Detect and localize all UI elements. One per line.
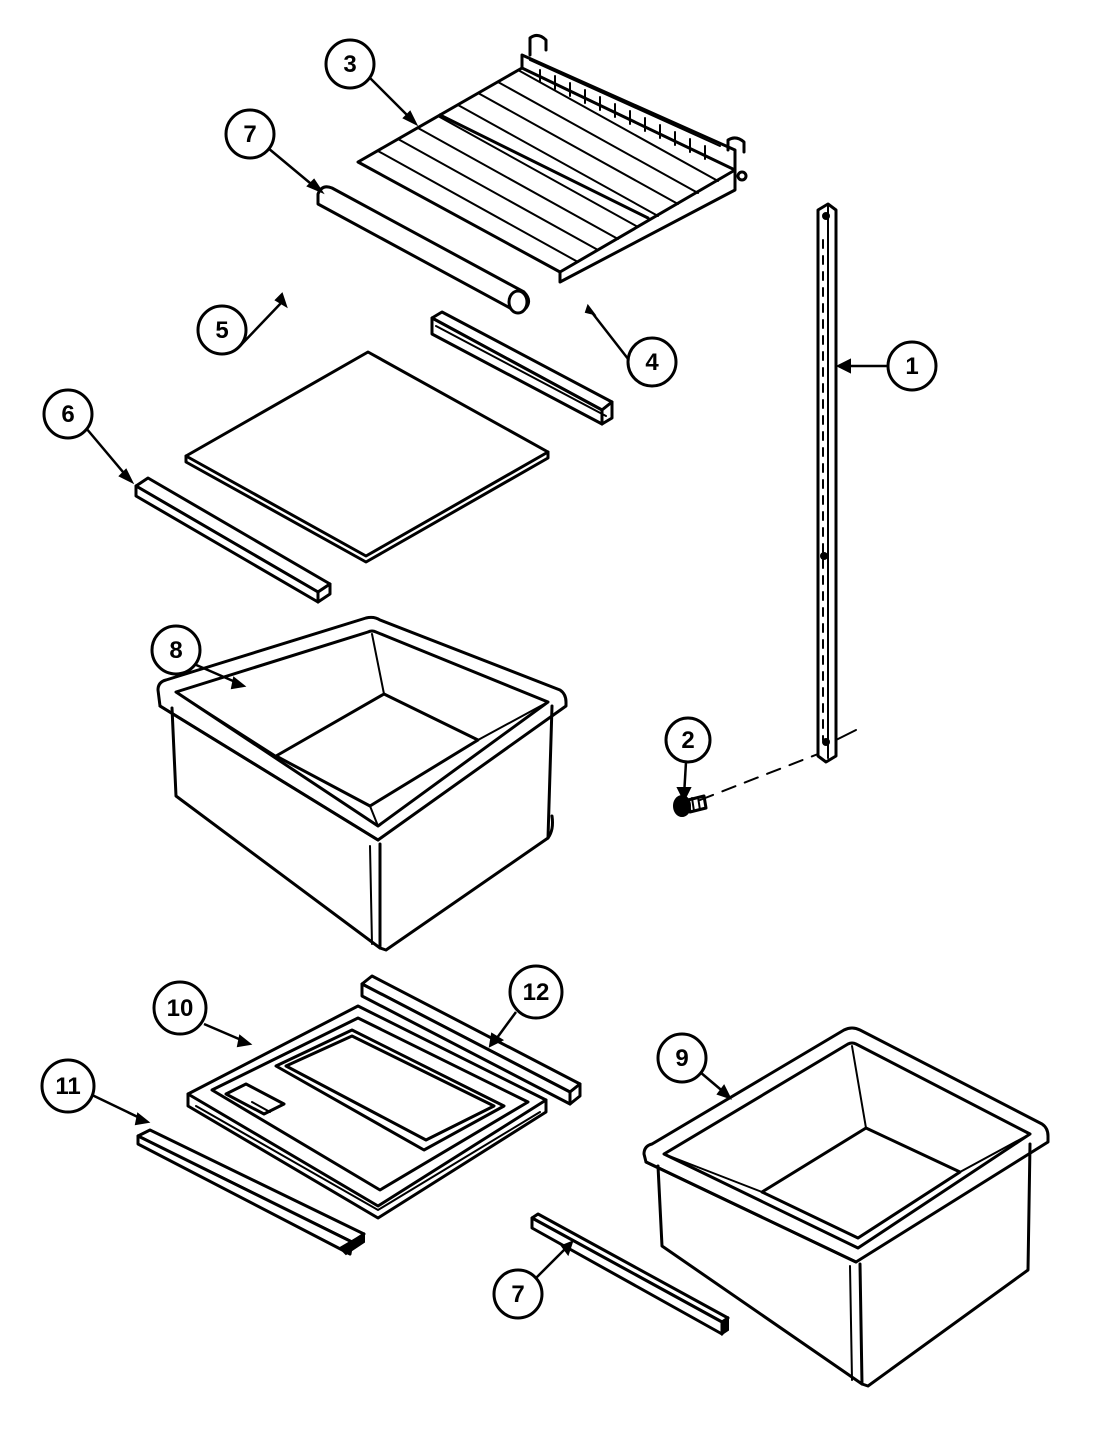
svg-text:3: 3 [343, 51, 356, 78]
svg-text:10: 10 [167, 995, 194, 1022]
callout-1: 1 [886, 340, 938, 392]
shelf-trim-left [134, 476, 332, 604]
svg-text:7: 7 [511, 1281, 524, 1308]
callout-12: 12 [508, 964, 564, 1020]
leader-lines [85, 77, 888, 1279]
svg-text:1: 1 [905, 353, 918, 380]
cover-support-right [360, 974, 582, 1106]
svg-text:11: 11 [55, 1073, 80, 1100]
callout-2: 2 [664, 716, 712, 764]
wire-shelf [356, 33, 748, 284]
crisper-cover-frame [186, 1004, 548, 1220]
callout-9: 9 [656, 1032, 708, 1084]
svg-text:9: 9 [675, 1045, 688, 1072]
callout-3: 3 [324, 38, 376, 90]
callout-10: 10 [152, 980, 208, 1036]
svg-text:12: 12 [523, 979, 550, 1006]
drawer-trim-strip [530, 1212, 730, 1336]
callout-8: 8 [150, 624, 202, 676]
lower-crisper-drawer [642, 1026, 1050, 1388]
glass-shelf-panel [184, 350, 550, 564]
svg-text:2: 2 [681, 727, 694, 754]
svg-text:8: 8 [169, 637, 182, 664]
cover-support-left [136, 1128, 366, 1256]
upper-crisper-drawer [156, 615, 568, 952]
vertical-shelf-rail [816, 202, 857, 764]
callout-4: 4 [626, 336, 678, 388]
callout-5: 5 [196, 304, 248, 356]
svg-text:7: 7 [243, 121, 256, 148]
callout-11: 11 [40, 1058, 96, 1114]
shelf-support-right [430, 310, 614, 426]
svg-text:4: 4 [645, 349, 659, 376]
svg-text:6: 6 [61, 401, 74, 428]
shelf-trim-rod [316, 185, 531, 315]
svg-text:5: 5 [215, 317, 228, 344]
mounting-screw [673, 753, 819, 817]
callout-6: 6 [42, 388, 94, 440]
callout-7-top: 7 [224, 108, 276, 160]
callout-7-bottom: 7 [492, 1268, 544, 1320]
